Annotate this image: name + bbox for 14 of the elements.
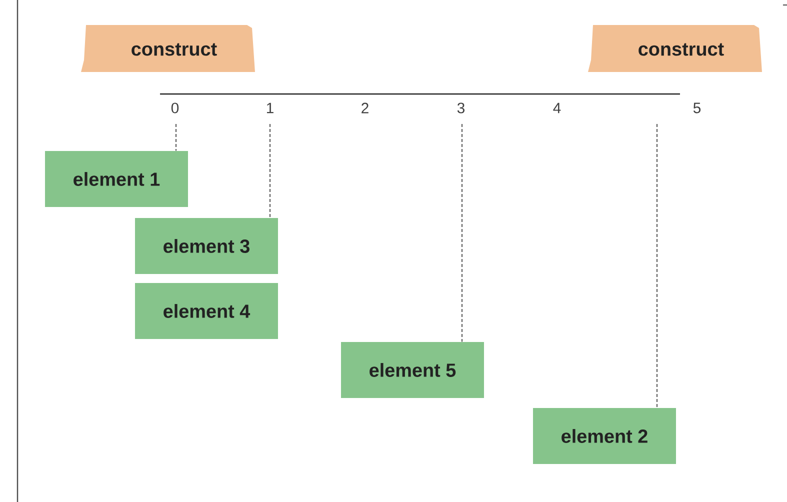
element-box: element 2 xyxy=(533,408,676,464)
construct-tag: construct xyxy=(588,25,762,72)
element-box: element 4 xyxy=(135,283,278,339)
tick-label: 1 xyxy=(267,102,274,114)
element-box: element 3 xyxy=(135,218,278,274)
leader-line xyxy=(656,124,658,408)
tick-label: 4 xyxy=(553,102,561,114)
tick-label: 2 xyxy=(362,102,368,114)
element-box: element 5 xyxy=(341,342,484,398)
construct-tag: construct xyxy=(81,25,255,72)
tick-label: 5 xyxy=(693,102,701,114)
element-box: element 1 xyxy=(45,151,188,207)
tick-label: 0 xyxy=(171,102,179,114)
tick-label: 3 xyxy=(457,102,464,114)
